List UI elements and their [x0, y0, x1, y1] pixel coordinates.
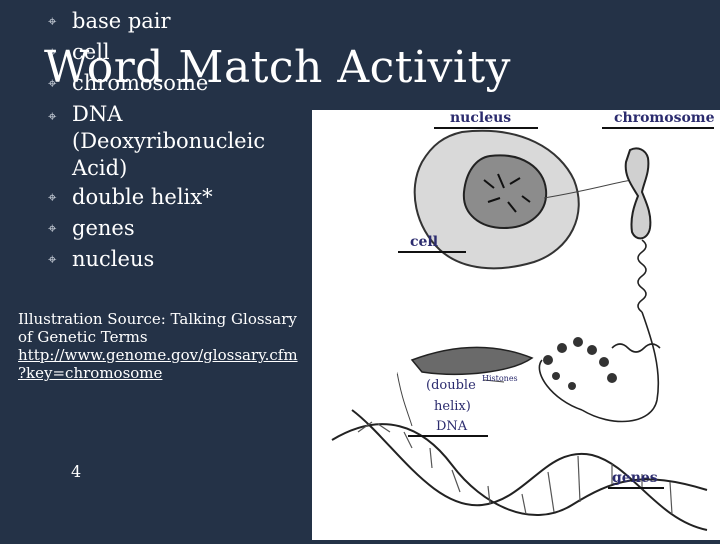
label-histones: Histones: [482, 374, 518, 383]
chromosome-drawing: [624, 147, 652, 240]
label-underline: [398, 251, 466, 253]
illustration-source: Illustration Source: Talking Glossary of…: [18, 310, 328, 382]
double-helix-drawing: [331, 409, 708, 531]
pointer-line: [543, 179, 633, 199]
label-chromosome: chromosome: [614, 110, 715, 126]
term-item: ⌖DNA (Deoxyribonucleic Acid): [48, 102, 266, 180]
bullet-icon: ⌖: [48, 74, 57, 92]
label-underline: [608, 487, 664, 489]
label-cell: cell: [410, 234, 439, 250]
label-base-pair: base pair: [325, 367, 398, 383]
page-number: 4: [71, 462, 82, 481]
bullet-icon: ⌖: [48, 219, 57, 237]
term-item: ⌖chromosome: [46, 68, 292, 99]
label-dna: DNA: [436, 419, 468, 434]
label-double-helix: (double: [426, 378, 476, 393]
genetics-diagram: [331, 129, 708, 531]
term-item: ⌖genes: [46, 213, 292, 244]
label-genes: genes: [612, 470, 658, 486]
chromatin-drawing: [410, 346, 534, 376]
label-underline: [602, 127, 714, 129]
term-item: ⌖double helix*: [46, 182, 292, 213]
term-item: ⌖base pair: [46, 6, 292, 37]
source-link[interactable]: http://www.genome.gov/glossary.cfm?key=c…: [18, 346, 298, 382]
bullet-icon: ⌖: [48, 12, 57, 30]
label-nucleus: nucleus: [450, 110, 512, 126]
slide-title: Word Match Activity: [44, 42, 511, 93]
label-underline: [408, 435, 488, 437]
bullet-icon: ⌖: [48, 107, 57, 125]
source-line: Illustration Source: Talking Glossary: [18, 310, 297, 328]
bullet-icon: ⌖: [48, 188, 57, 206]
term-list: ⌖base pair ⌖cell ⌖chromosome ⌖DNA (Deoxy…: [46, 6, 292, 275]
label-underline: [434, 127, 538, 129]
term-item: ⌖cell: [46, 37, 292, 68]
bullet-icon: ⌖: [48, 43, 57, 61]
label-double-helix: helix): [434, 399, 471, 414]
bullet-icon: ⌖: [48, 250, 57, 268]
genetics-illustration: nucleus chromosome cell Histones (double…: [312, 110, 720, 540]
term-item: ⌖nucleus: [46, 244, 292, 275]
nucleus-drawing: [462, 154, 548, 230]
source-line: of Genetic Terms: [18, 328, 148, 346]
